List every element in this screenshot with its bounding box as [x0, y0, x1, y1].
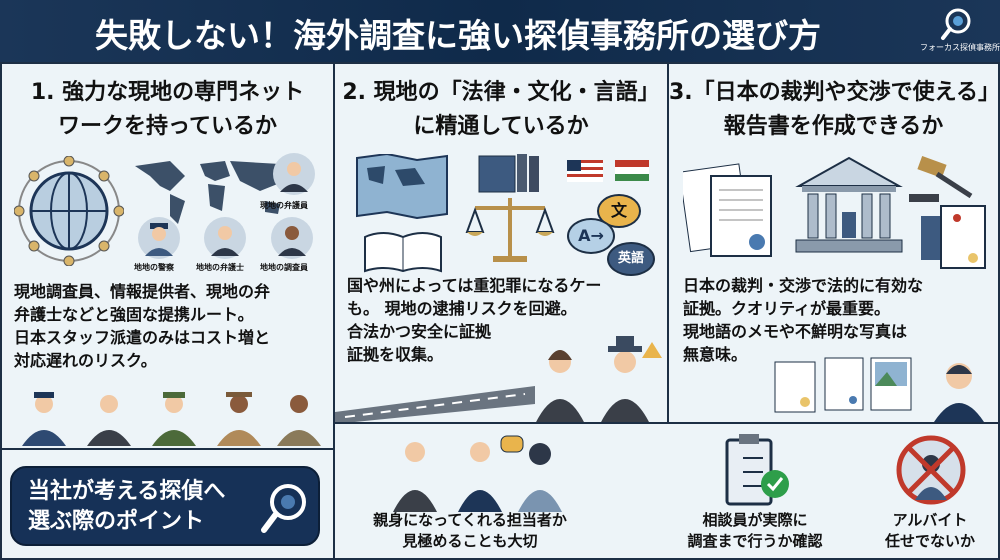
- gavel-icon: [909, 156, 973, 202]
- label-attorney: 地地の弁護士: [196, 263, 244, 272]
- label-lawyer: 現地の弁護員: [260, 201, 308, 210]
- page-title: 失敗しない！海外調査に強い探偵事務所の選び方: [95, 16, 821, 55]
- open-law-book-icon: [364, 232, 442, 273]
- title-line: 報告書を作成できるか: [723, 114, 944, 139]
- magnifier-logo-icon: [941, 8, 971, 40]
- logo-text: フォーカス探偵事務所: [920, 43, 1000, 52]
- body-line: 日本スタッフ派遣のみはコスト増と: [14, 328, 271, 347]
- folded-map-icon: [356, 154, 448, 219]
- point-2-text: 相談員が実際に 調査まで行うか確認: [680, 510, 830, 552]
- staff-group-icon: [22, 392, 321, 446]
- prohibited-parttimer-icon: [896, 435, 966, 505]
- section-1-body: 現地調査員、情報提供者、現地の弁 弁護士などと強固な提携ルート。 日本スタッフ派…: [14, 280, 270, 372]
- body-line: 現地調査員、情報提供者、現地の弁: [14, 282, 271, 301]
- point-line: 見極めることも大切: [402, 532, 538, 550]
- body-line: 現地語のメモや不鮮明な写真は: [683, 322, 908, 341]
- courthouse-icon: [795, 156, 903, 253]
- scales-of-justice-icon: [465, 198, 555, 262]
- title-line: 3.「日本の裁判や交渉で使える」: [669, 80, 1000, 105]
- investigators-illustration: [535, 336, 662, 424]
- bubble-english: 英語: [607, 242, 655, 276]
- world-map-icon: [135, 161, 285, 224]
- section-2-title: 2. 現地の「法律・文化・言語」 に精通しているか: [335, 76, 667, 144]
- section-3-panel: 3.「日本の裁判や交渉で使える」 報告書を作成できるか 日本の裁判・交渉で法的に…: [667, 62, 1000, 424]
- body-line: 証拠を収集。: [347, 345, 444, 364]
- body-line: 弁護士などと強固な提携ルート。: [14, 305, 254, 324]
- person-lawyer-icon: [273, 153, 315, 195]
- point-line: 相談員が実際に: [702, 511, 808, 529]
- cta-button[interactable]: 当社が考える探偵へ 選ぶ際のポイント: [10, 466, 320, 546]
- title-line: 1. 強力な現地の専門ネット: [30, 80, 305, 105]
- section-1-title: 1. 強力な現地の専門ネット ワークを持っているか: [2, 76, 333, 144]
- point-line: 調査まで行うか確認: [687, 532, 823, 550]
- person-investigator-icon: [271, 217, 313, 259]
- consultation-people-icon: [393, 435, 562, 512]
- law-books-icon: [478, 154, 539, 193]
- label-police: 地地の警察: [134, 263, 174, 272]
- person-police-icon: [138, 217, 180, 259]
- title-line: ワークを持っているか: [58, 114, 277, 139]
- cta-line: 当社が考える探偵へ: [28, 479, 226, 504]
- body-line: 対応遅れのリスク。: [14, 351, 157, 370]
- section-3-title: 3.「日本の裁判や交渉で使える」 報告書を作成できるか: [669, 76, 1000, 144]
- bubble-latin: A→: [567, 218, 615, 254]
- body-line: も。 現地の逮捕リスクを回避。: [347, 299, 577, 318]
- body-line: 日本の裁判・交渉で法的に有効な: [683, 276, 924, 295]
- header-banner: 失敗しない！海外調査に強い探偵事務所の選び方 フォーカス探偵事務所: [0, 0, 1000, 62]
- body-line: 証拠。クオリティが最重要。: [683, 299, 891, 318]
- point-line: 任せでないか: [884, 532, 975, 550]
- point-line: アルバイト: [892, 511, 968, 529]
- point-line: 親身になってくれる担当者か: [373, 511, 567, 529]
- label-investigator: 地地の調査員: [260, 263, 308, 272]
- globe-network-icon: [14, 156, 124, 266]
- section-1-panel: 1. 強力な現地の専門ネット ワークを持っているか 現地の弁護員 地地の警察 地…: [0, 62, 335, 450]
- checklist-clipboard-icon: [725, 434, 789, 506]
- section-2-panel: 2. 現地の「法律・文化・言語」 に精通しているか 文 A→ 英語 国や州によっ…: [333, 62, 669, 424]
- body-line: 無意味。: [683, 345, 748, 364]
- section-2-body: 国や州によっては重犯罪になるケー も。 現地の逮捕リスクを回避。 合法かつ安全に…: [347, 274, 601, 366]
- flags-icon: [567, 160, 649, 182]
- evidence-docs-icon: [774, 357, 912, 413]
- cta-text: 当社が考える探偵へ 選ぶ際のポイント: [28, 477, 225, 537]
- language-bubbles: 文 A→ 英語: [567, 194, 657, 284]
- body-line: 国や州によっては重犯罪になるケー: [347, 276, 602, 295]
- title-line: に精通しているか: [413, 114, 589, 139]
- section-3-body: 日本の裁判・交渉で法的に有効な 証拠。クオリティが最重要。 現地語のメモや不鮮明…: [683, 274, 923, 366]
- logo: フォーカス探偵事務所: [920, 6, 1000, 53]
- road-escape-illustration: [335, 386, 535, 424]
- point-3-text: アルバイト 任せでないか: [875, 510, 985, 552]
- documents-stack-icon: [683, 163, 772, 257]
- points-panel: 親身になってくれる担当者か 見極めることも大切 相談員が実際に 調査まで行うか確…: [333, 422, 1000, 560]
- title-line: 2. 現地の「法律・文化・言語」: [342, 80, 660, 105]
- cta-line: 選ぶ際のポイント: [28, 509, 205, 534]
- point-1-text: 親身になってくれる担当者か 見極めることも大切: [370, 510, 570, 552]
- certificate-icon: [921, 205, 986, 269]
- person-attorney-icon: [204, 217, 246, 259]
- businessman-icon: [934, 363, 984, 422]
- body-line: 合法かつ安全に証拠: [347, 322, 492, 341]
- magnifier-icon: [261, 484, 306, 533]
